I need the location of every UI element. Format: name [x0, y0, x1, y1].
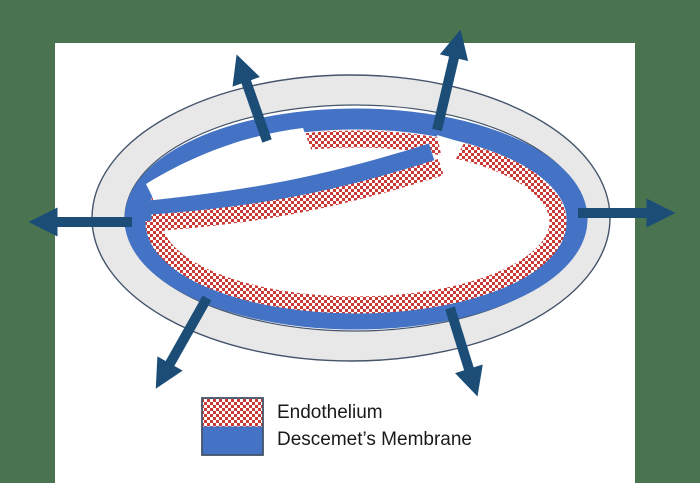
- legend-swatch-descemet: [202, 426, 263, 455]
- arrow-lower-right: [445, 306, 483, 397]
- legend: Endothelium Descemet’s Membrane: [201, 397, 472, 456]
- legend-label-endothelium: Endothelium: [277, 402, 383, 423]
- detached-endothelium-flap-red: [151, 158, 444, 232]
- detached-membrane-flap-blue: [135, 143, 436, 222]
- arrow-upper-left: [232, 54, 272, 143]
- legend-label-descemet: Descemet’s Membrane: [277, 429, 472, 450]
- arrow-upper-right: [432, 29, 469, 132]
- outward-arrows: [28, 29, 676, 397]
- descemet-membrane-ring: [124, 108, 588, 330]
- legend-swatch-endothelium: [202, 398, 263, 427]
- membrane-tear-gap-left: [146, 128, 313, 208]
- membrane-tear-gap-right: [437, 135, 464, 178]
- arrow-lower-left: [155, 295, 212, 389]
- legend-swatch-border: [201, 397, 264, 456]
